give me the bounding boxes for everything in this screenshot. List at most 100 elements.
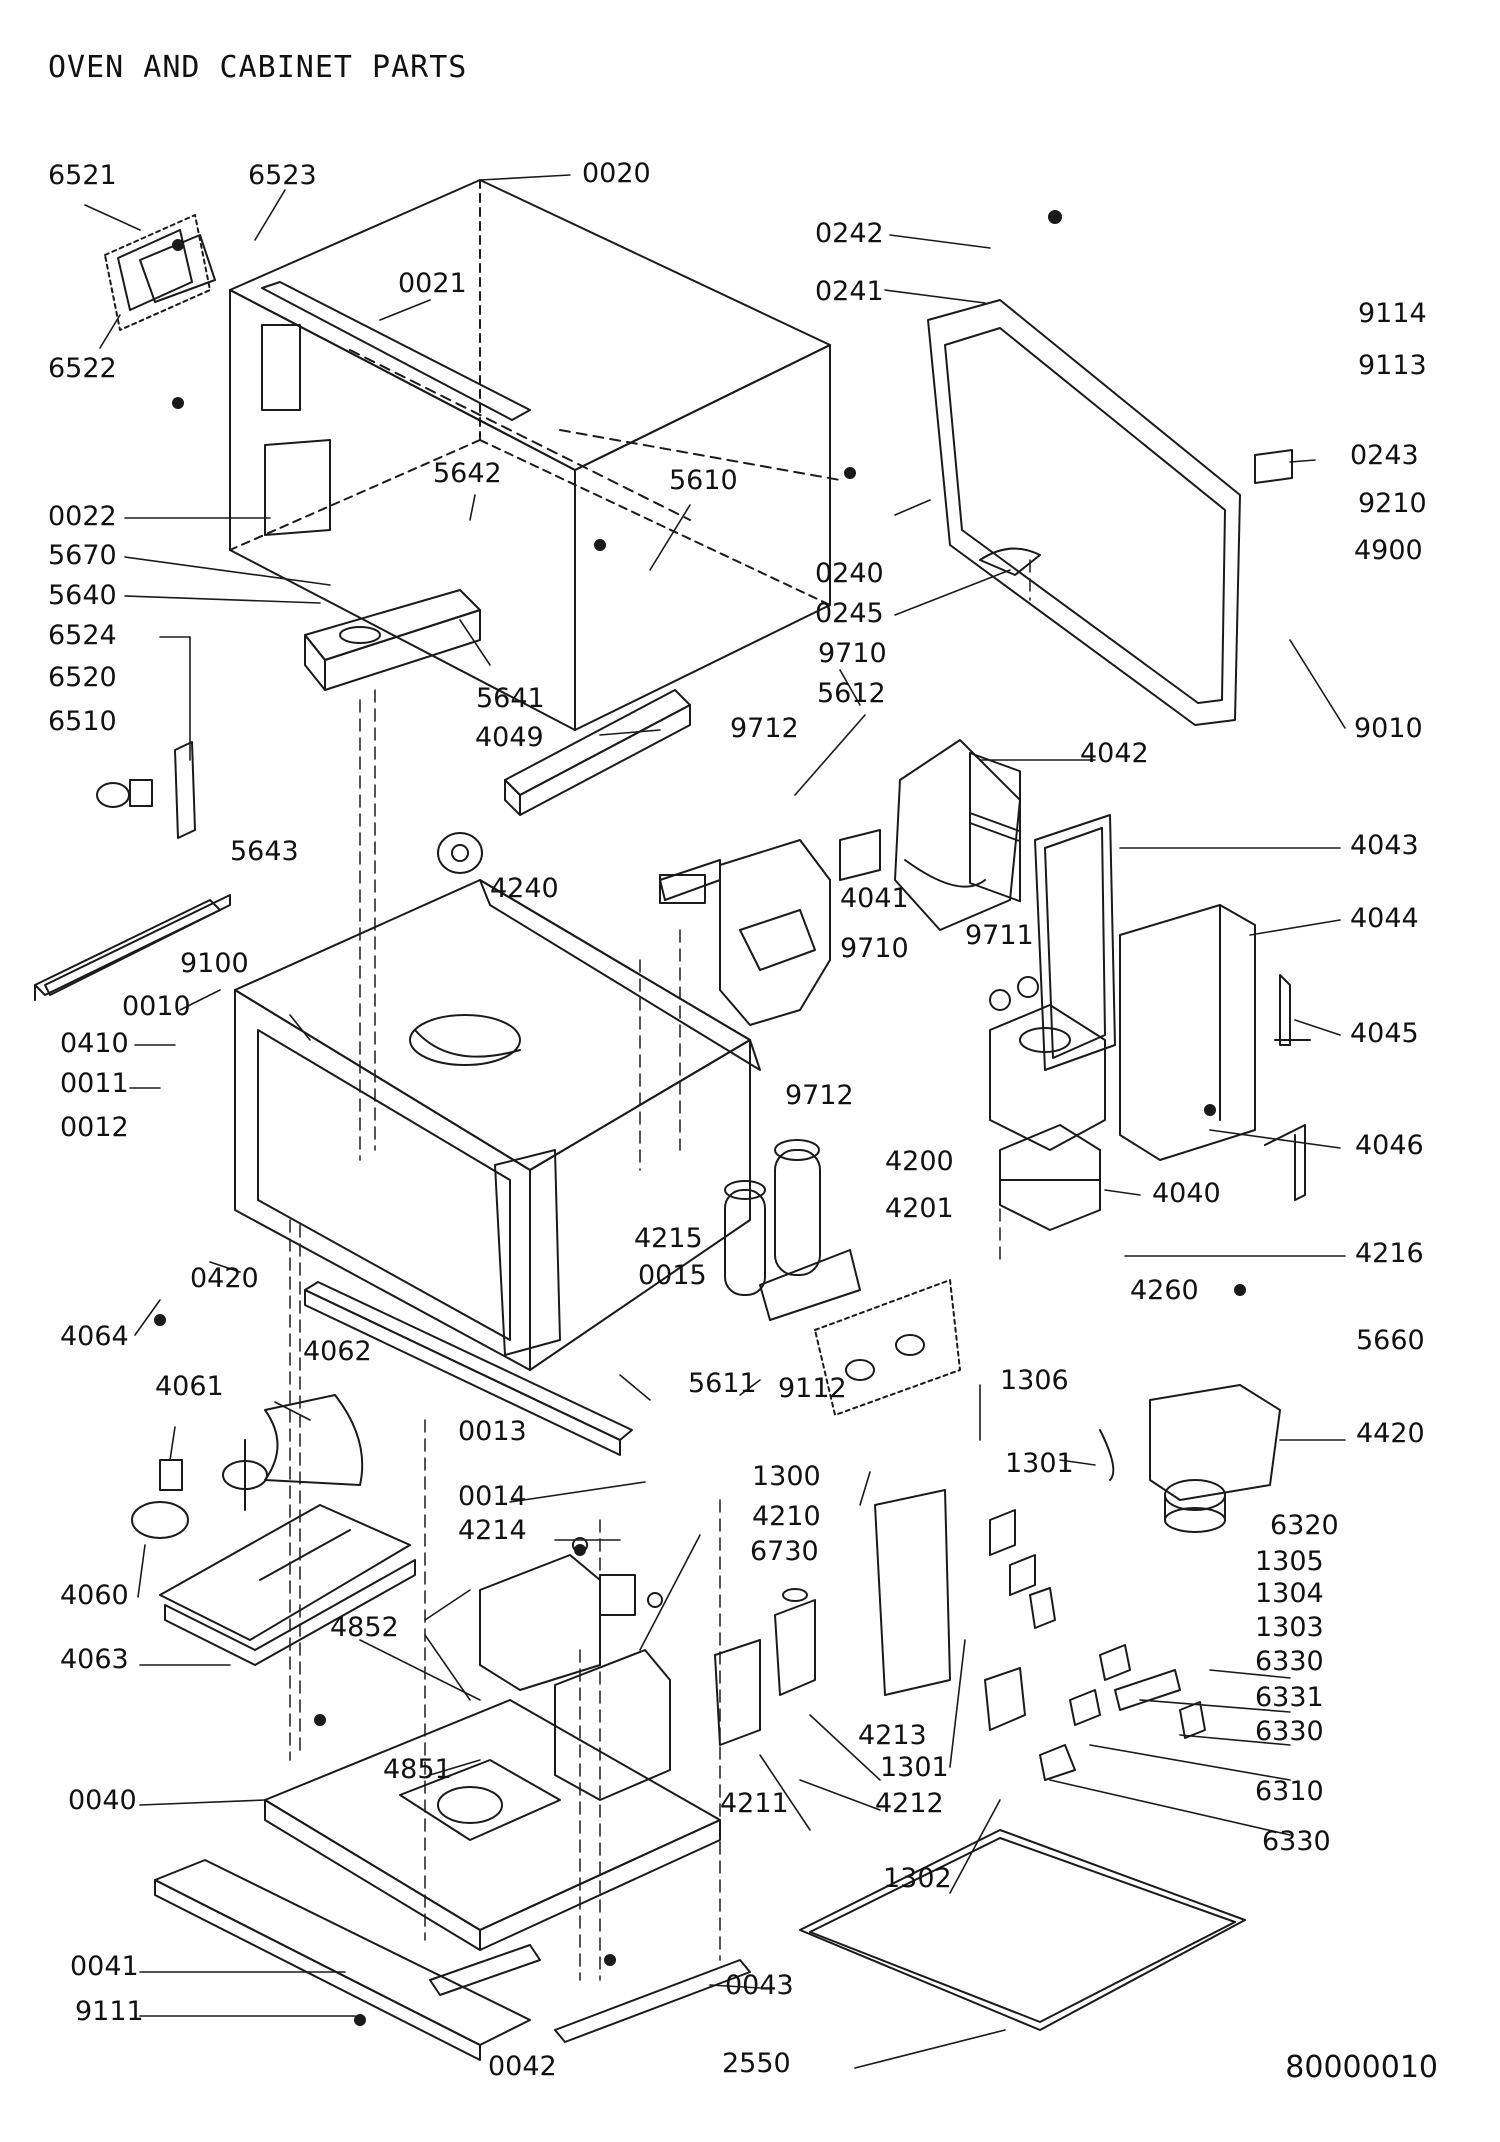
lamp-housing-part (304, 589, 481, 691)
part-label: 9114 (1358, 298, 1427, 329)
part-label: 4044 (1350, 903, 1419, 934)
magnetron-part (989, 976, 1106, 1231)
part-label: 9113 (1358, 350, 1427, 381)
part-label: 4061 (155, 1371, 224, 1402)
part-label: 0020 (582, 158, 651, 189)
stirrer-motor-part (437, 832, 483, 874)
part-label: 4041 (840, 883, 909, 914)
part-label: 9711 (965, 920, 1034, 951)
page-title: OVEN AND CABINET PARTS (48, 50, 468, 85)
fan-bracket-part (839, 739, 1021, 931)
support-bracket-part (1264, 974, 1311, 1201)
lamp-bulb-part (96, 741, 196, 839)
stirrer-guide-part (222, 1394, 364, 1511)
screw-leaders (349, 349, 841, 521)
base-plate-part (159, 1504, 416, 1666)
part-label: 0022 (48, 501, 117, 532)
part-label: 0420 (190, 1263, 259, 1294)
part-label: 0012 (60, 1112, 129, 1143)
light-shield-part (34, 894, 231, 1001)
part-label: 4062 (303, 1336, 372, 1367)
part-label: 5641 (476, 683, 545, 714)
part-label: 4040 (1152, 1178, 1221, 1209)
part-label: 6510 (48, 706, 117, 737)
part-label: 0043 (725, 1970, 794, 2001)
part-label: 1303 (1255, 1612, 1324, 1643)
fan-frame-part (1034, 814, 1116, 1071)
relay-bracket-part (714, 1588, 816, 1746)
side-rail-part (304, 1281, 633, 1456)
part-label: 1301 (880, 1752, 949, 1783)
part-label: 4420 (1356, 1418, 1425, 1449)
part-label: 4049 (475, 722, 544, 753)
part-label: 4063 (60, 1644, 129, 1675)
assembly-guide-lines (289, 559, 1031, 1981)
part-label: 9712 (730, 713, 799, 744)
part-label: 4260 (1130, 1275, 1199, 1306)
front-plate-part (154, 1859, 751, 2061)
leader-lines (84, 174, 1346, 2069)
part-label: 1304 (1255, 1578, 1324, 1609)
part-label: 0410 (60, 1028, 129, 1059)
door-gasket-part (799, 1829, 1246, 2031)
turntable-motor-part (131, 1459, 189, 1539)
part-label: 4211 (720, 1788, 789, 1819)
part-label: 4900 (1354, 535, 1423, 566)
part-label: 5670 (48, 540, 117, 571)
part-label: 6310 (1255, 1776, 1324, 1807)
part-label: 4240 (490, 873, 559, 904)
part-label: 9710 (818, 638, 887, 669)
document-number: 80000010 (1285, 2050, 1438, 2085)
part-label: 9712 (785, 1080, 854, 1111)
part-label: 6522 (48, 353, 117, 384)
part-label: 4213 (858, 1720, 927, 1751)
part-label: 5612 (817, 678, 886, 709)
capacitor-part (724, 1139, 861, 1321)
part-label: 0242 (815, 218, 884, 249)
part-label: 9112 (778, 1373, 847, 1404)
cabinet-cover-part (229, 179, 831, 731)
part-label: 1302 (883, 1863, 952, 1894)
part-label: 0245 (815, 598, 884, 629)
part-label: 4210 (752, 1501, 821, 1532)
part-label: 4064 (60, 1321, 129, 1352)
part-label: 0041 (70, 1951, 139, 1982)
part-label: 6524 (48, 620, 117, 651)
control-bracket-part (504, 689, 691, 816)
part-label: 0243 (1350, 440, 1419, 471)
part-label: 0040 (68, 1785, 137, 1816)
part-label: 4201 (885, 1193, 954, 1224)
fuse-holder-part (814, 1279, 961, 1416)
part-label: 4200 (885, 1146, 954, 1177)
part-label: 0010 (122, 991, 191, 1022)
part-label: 1306 (1000, 1365, 1069, 1396)
part-label: 4214 (458, 1515, 527, 1546)
part-label: 0014 (458, 1481, 527, 1512)
part-label: 1300 (752, 1461, 821, 1492)
part-label: 6521 (48, 160, 117, 191)
part-label: 4851 (383, 1754, 452, 1785)
part-label: 6330 (1262, 1826, 1331, 1857)
part-label: 4215 (634, 1223, 703, 1254)
part-label: 4046 (1355, 1130, 1424, 1161)
part-label: 4852 (330, 1612, 399, 1643)
part-label: 5611 (688, 1368, 757, 1399)
part-label: 6730 (750, 1536, 819, 1567)
part-label: 1305 (1255, 1546, 1324, 1577)
part-label: 5643 (230, 836, 299, 867)
part-label: 0021 (398, 268, 467, 299)
part-label: 4216 (1355, 1238, 1424, 1269)
part-label: 6520 (48, 662, 117, 693)
part-label: 2550 (722, 2048, 791, 2079)
part-label: 4060 (60, 1580, 129, 1611)
part-label: 0042 (488, 2051, 557, 2082)
part-label: 0011 (60, 1068, 129, 1099)
part-label: 5640 (48, 580, 117, 611)
part-label: 9111 (75, 1996, 144, 2027)
waveguide-part (659, 839, 831, 1026)
part-label: 9710 (840, 933, 909, 964)
screw-markers (154, 210, 1246, 2026)
part-label: 0241 (815, 276, 884, 307)
